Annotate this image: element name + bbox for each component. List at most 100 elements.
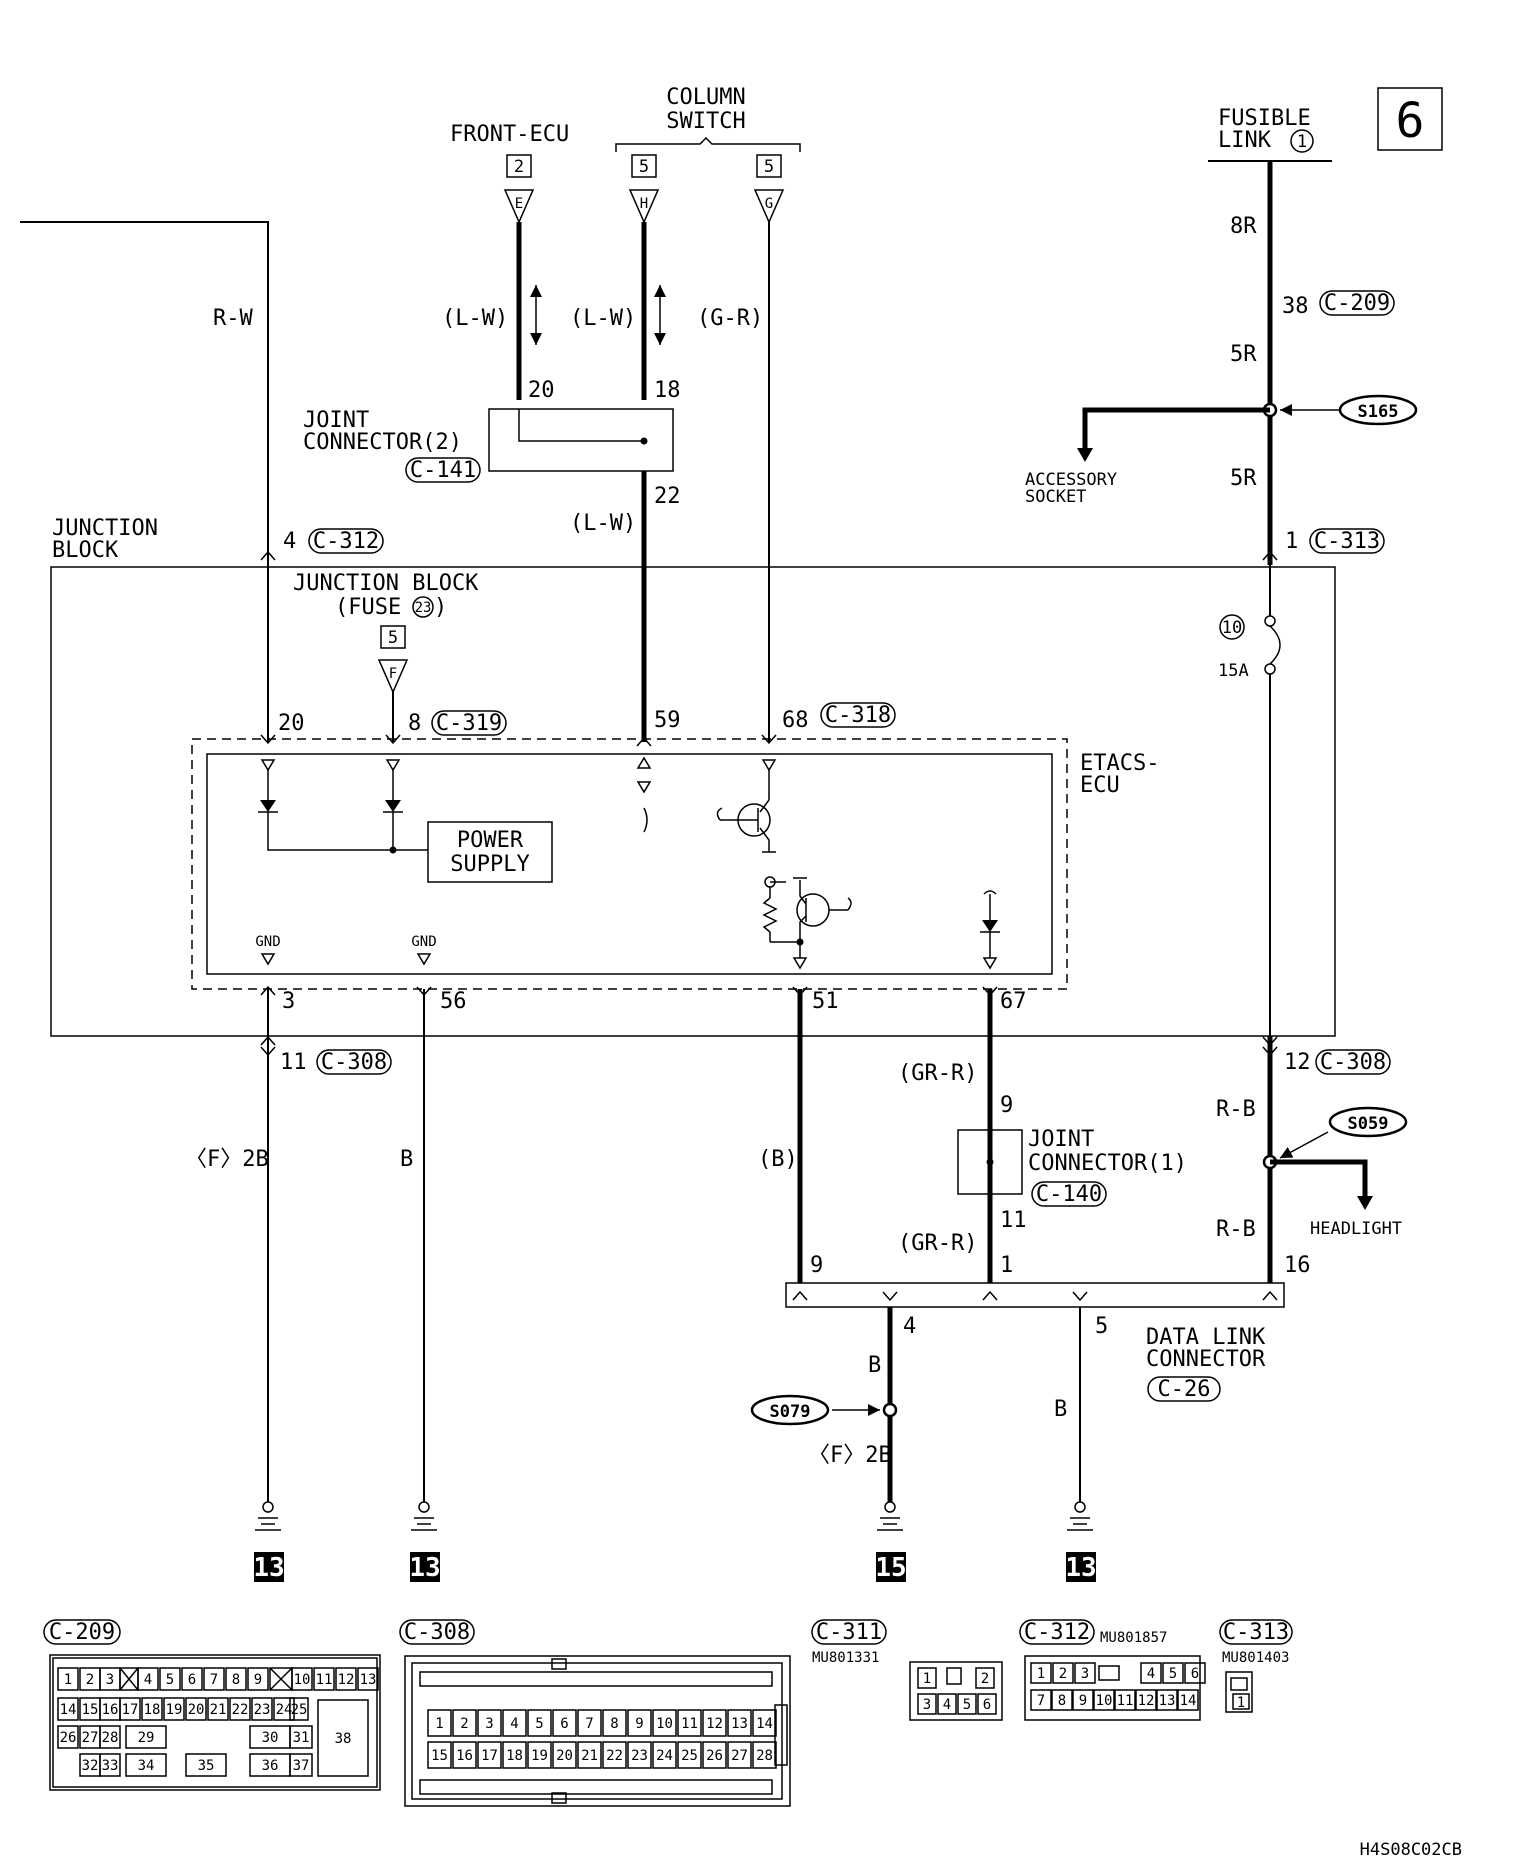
connector-pin-number: 28 — [102, 1730, 119, 1746]
connector-pin-cell — [125, 1753, 167, 1777]
connector-pin-number: 18 — [144, 1702, 161, 1718]
connector-pin-number: 3 — [1081, 1666, 1089, 1682]
col-h-pin: H — [640, 196, 648, 212]
connector-pin-number: 3 — [923, 1697, 931, 1713]
junction-block: JUNCTION BLOCK 4 C-312 — [50, 516, 1336, 1037]
connector-pin-number: 7 — [1037, 1693, 1045, 1709]
connector-pin-cell — [269, 1667, 293, 1691]
connector-pin-number: 4 — [510, 1716, 518, 1732]
connector-pin-cell — [185, 1697, 207, 1721]
connector-pin-number: 19 — [531, 1748, 548, 1764]
connector-view-c313: C-313 MU801403 1 — [1219, 1619, 1293, 1713]
connector-pin-cell — [1072, 1689, 1094, 1711]
connector-pin-number: 14 — [60, 1702, 77, 1718]
pin-56: 56 — [440, 989, 467, 1014]
pin-1-c313: 1 — [1285, 529, 1298, 554]
wire-gnd-56: 56 B — [400, 989, 467, 1502]
data-link-connector: DATA LINK CONNECTOR C-26 — [785, 1282, 1285, 1402]
connector-pin-number: 20 — [188, 1702, 205, 1718]
connector-c312: C-312 — [313, 529, 379, 554]
connector-pin-cell — [119, 1697, 141, 1721]
connector-pin-number: 2 — [1059, 1666, 1067, 1682]
splice-s165: ACCESSORY SOCKET S165 — [1025, 394, 1418, 507]
connector-pin-cell — [477, 1741, 502, 1769]
connector-pin-number: 12 — [1138, 1693, 1155, 1709]
connector-pin-number: 5 — [1169, 1666, 1177, 1682]
connector-c209: C-209 — [1324, 291, 1390, 316]
connector-pin-number: 31 — [293, 1730, 310, 1746]
connector-pin-cell — [1030, 1689, 1052, 1711]
connector-pin-cell — [1051, 1689, 1073, 1711]
connector-pin-cell — [752, 1709, 777, 1737]
connector-pin-cell — [502, 1741, 527, 1769]
wire-rw: R-W — [20, 221, 269, 555]
connector-pin-number: 17 — [122, 1702, 139, 1718]
connector-pin-cell — [946, 1667, 962, 1685]
connector-pin-number: 6 — [1191, 1666, 1199, 1682]
wire-color-rb-1: R-B — [1216, 1097, 1256, 1122]
pin-59: 59 — [654, 708, 681, 733]
connector-pin-number: 5 — [963, 1697, 971, 1713]
fusible-link-number: 1 — [1297, 132, 1307, 152]
connector-pin-cell — [752, 1741, 777, 1769]
column-switch-label-1: COLUMN — [666, 85, 745, 110]
wire-67: 67 (GR-R) 9 11 (GR-R) 1 JOINT CONNECTOR(… — [898, 989, 1187, 1283]
connector-pin-cell — [727, 1741, 752, 1769]
connector-pin-number: 8 — [232, 1672, 240, 1688]
connector-pin-number: 6 — [188, 1672, 196, 1688]
splice-s059-label: S059 — [1348, 1114, 1389, 1134]
jb-pin-arrows — [260, 550, 1278, 561]
junction-block-label-2: BLOCK — [52, 538, 119, 563]
wire-front-ecu: (L-W) 20 — [442, 222, 555, 403]
connector-pin-number: 9 — [1079, 1693, 1087, 1709]
connector-pin-cell — [602, 1741, 627, 1769]
connector-pin-cell — [289, 1697, 309, 1721]
connector-pin-number: 26 — [706, 1748, 723, 1764]
connector-pin-number: 19 — [166, 1702, 183, 1718]
connector-c319: C-319 — [436, 711, 502, 736]
ground-4: 13 — [1065, 1501, 1097, 1583]
connector-pin-number: 22 — [606, 1748, 623, 1764]
pin-20-etacs: 20 — [278, 711, 305, 736]
connector-pin-cell — [627, 1741, 652, 1769]
col-g-page: 5 — [764, 157, 774, 177]
etacs-ecu: ETACS- ECU 20 8 C-319 59 68 C-318 — [191, 702, 1159, 990]
accessory-socket-label-1: ACCESSORY — [1025, 470, 1117, 490]
connector-pin-cell — [527, 1709, 552, 1737]
pin-4-c312: 4 — [283, 529, 296, 554]
pin-38: 38 — [1282, 294, 1309, 319]
connector-pin-number: 13 — [360, 1672, 377, 1688]
connector-c313: C-313 — [1314, 529, 1380, 554]
connector-pin-cell — [702, 1741, 727, 1769]
joint-conn2-label-2: CONNECTOR(2) — [303, 430, 462, 455]
connector-pin-number: 25 — [681, 1748, 698, 1764]
connector-pin-cell — [289, 1725, 313, 1749]
connector-pin-number: 30 — [262, 1730, 279, 1746]
gnd-label-1: GND — [255, 934, 280, 950]
connector-pin-number: 13 — [1159, 1693, 1176, 1709]
front-ecu-pin: E — [515, 196, 523, 212]
connector-pin-number: 5 — [166, 1672, 174, 1688]
front-ecu-source: FRONT-ECU 2 E — [450, 122, 569, 224]
connector-pin-number: 23 — [631, 1748, 648, 1764]
dlc-label-2: CONNECTOR — [1146, 1347, 1266, 1372]
connector-pin-cell — [185, 1753, 227, 1777]
connector-pin-cell — [207, 1697, 229, 1721]
connector-pin-cell — [602, 1709, 627, 1737]
connector-pin-cell — [1156, 1689, 1178, 1711]
connector-pin-number: 15 — [82, 1702, 99, 1718]
jb-fuse-number: 23 — [415, 600, 432, 616]
connector-pin-number: 2 — [981, 1671, 989, 1687]
connector-pin-number: 13 — [731, 1716, 748, 1732]
front-ecu-label: FRONT-ECU — [450, 122, 569, 147]
power-supply-label-2: SUPPLY — [450, 852, 529, 877]
wire-color-lw-1: (L-W) — [442, 306, 508, 331]
col-g-pin: G — [765, 196, 773, 212]
pin-22: 22 — [654, 484, 681, 509]
wire-color-b-5: B — [1054, 1397, 1067, 1422]
connector-pin-number: 27 — [731, 1748, 748, 1764]
pin-4-dlc: 4 — [903, 1314, 916, 1339]
